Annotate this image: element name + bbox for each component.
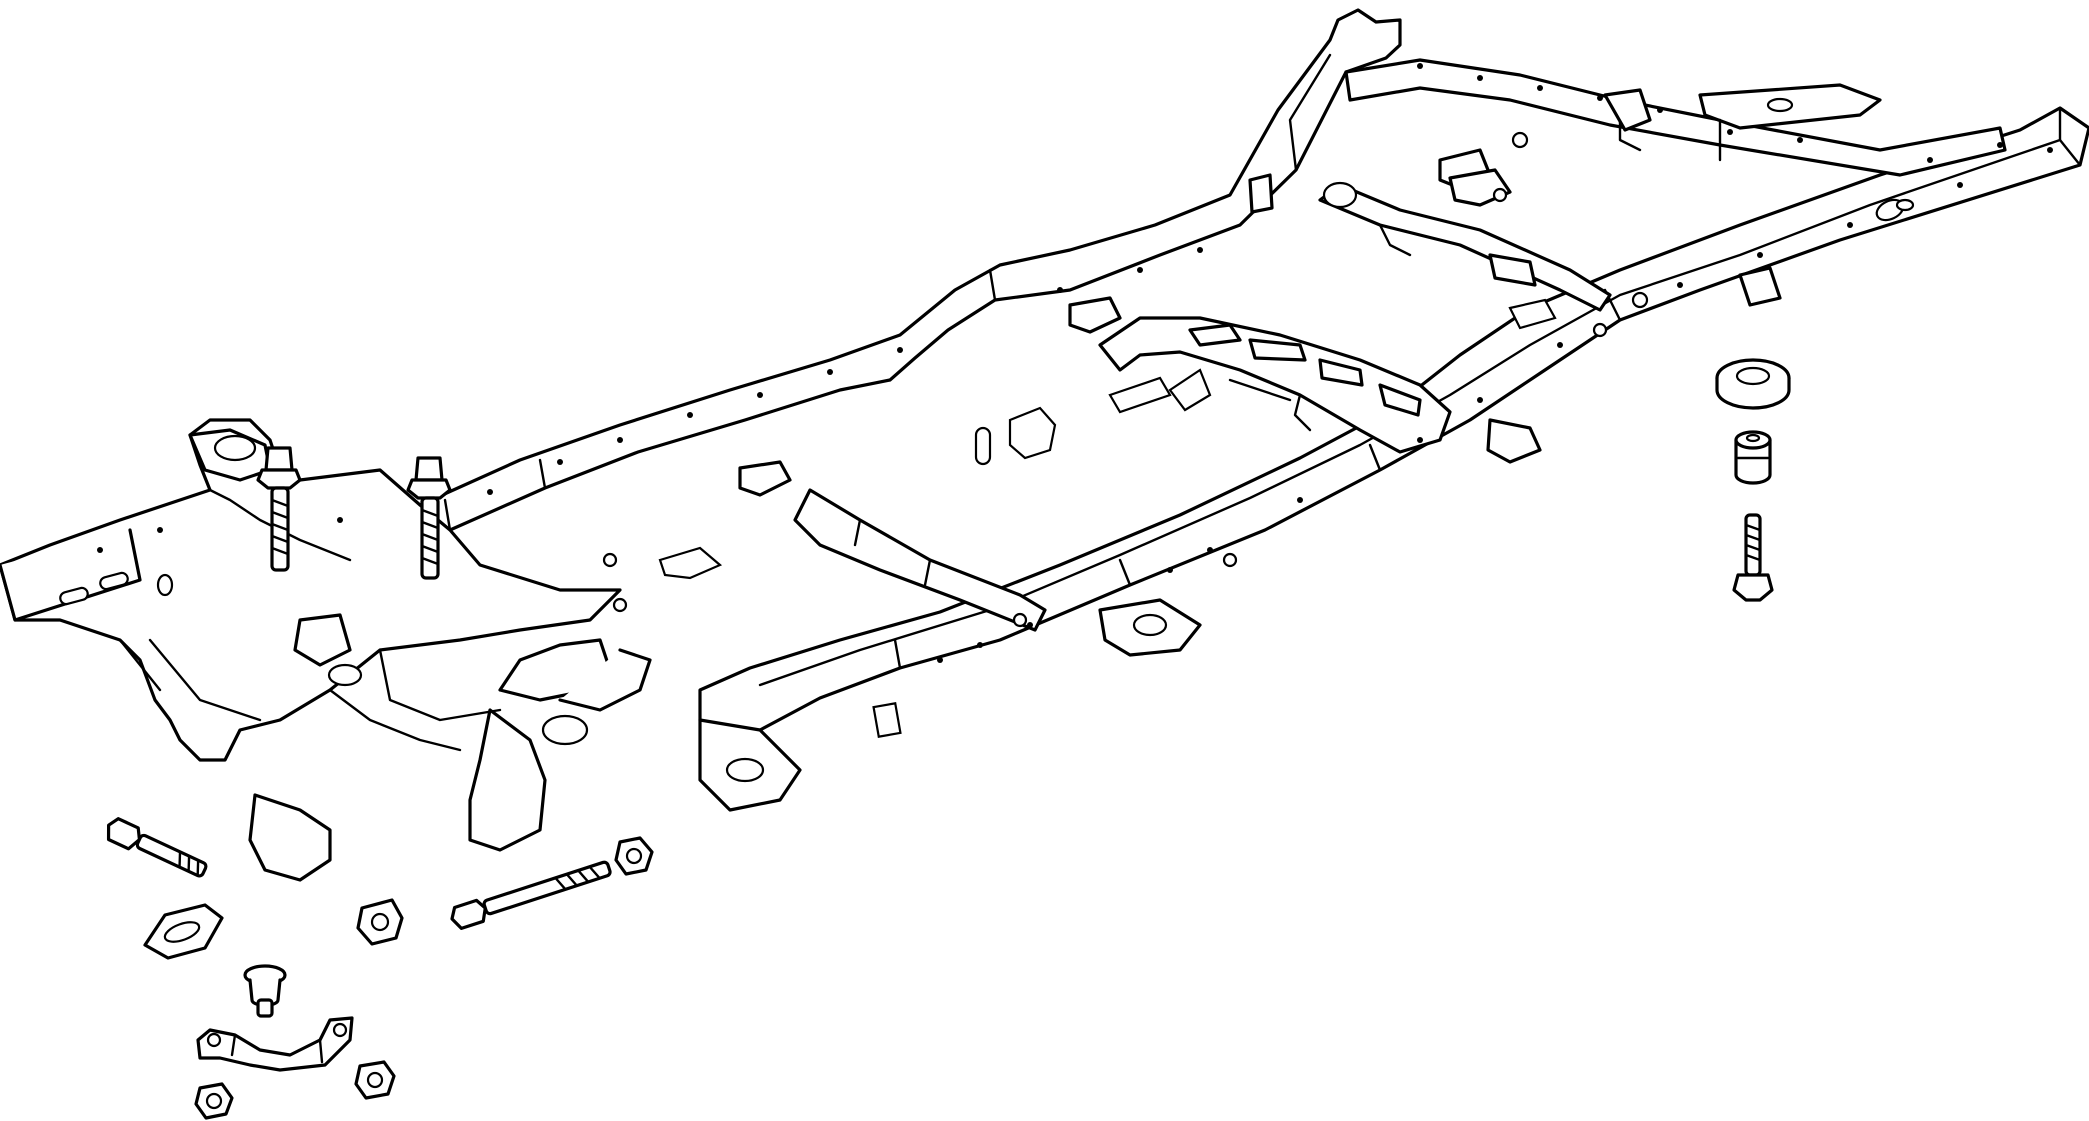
rivet-holes [97, 63, 2053, 663]
crossmember-bolt-2 [450, 860, 612, 931]
body-mount-insulator [1734, 430, 1772, 485]
mid-crossmember [1098, 316, 1452, 454]
hex-nut-2 [614, 836, 654, 876]
body-mount-bolt-1 [256, 446, 302, 572]
frame-assembly [0, 8, 2089, 882]
right-side-rail [393, 8, 1402, 567]
body-mount-bolt-2 [406, 456, 452, 580]
rear-crossmember [1344, 58, 2007, 177]
flange-bolt [1732, 513, 1774, 602]
front-center-crossmember [793, 488, 1047, 632]
hex-nut-3 [354, 1060, 396, 1100]
crossmember-bolt-1 [106, 817, 208, 878]
hex-nut-1 [356, 898, 404, 946]
push-pin-fastener [243, 964, 287, 1018]
body-mount-brackets [738, 168, 1782, 657]
reinforcement-bracket [196, 1016, 354, 1072]
front-cradle [0, 418, 802, 882]
rail-openings [658, 298, 1557, 580]
body-mount-cushion [1715, 358, 1791, 410]
retainer-clip [143, 903, 224, 960]
hex-nut-4 [194, 1082, 234, 1120]
